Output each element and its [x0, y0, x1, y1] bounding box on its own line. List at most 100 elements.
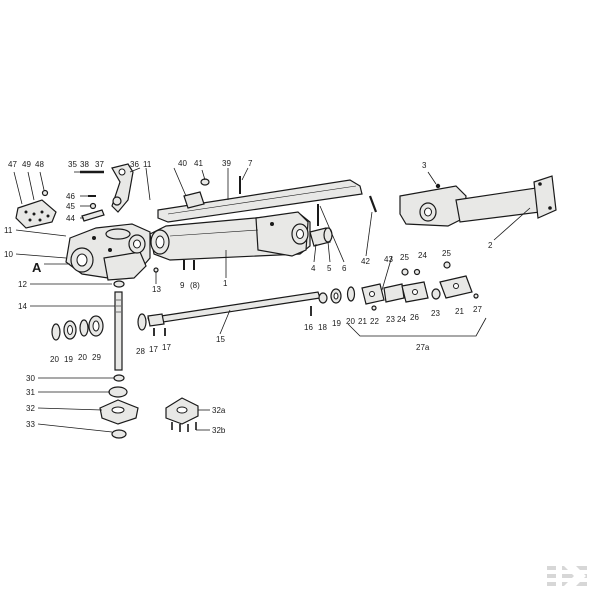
label-24-top: 24 — [418, 251, 427, 260]
part-24-pin — [413, 268, 421, 276]
label-20-mid: 20 — [78, 353, 87, 362]
label-22: 22 — [370, 317, 379, 326]
part-1-tube-housing — [149, 211, 311, 261]
label-29: 29 — [92, 353, 101, 362]
label-3: 3 — [422, 161, 427, 170]
label-11-top: 11 — [143, 160, 152, 169]
label-7: 7 — [248, 159, 253, 168]
label-32b: 32b — [212, 426, 226, 435]
part-15-drive-shaft — [147, 291, 321, 327]
label-36: 36 — [130, 160, 139, 169]
label-1: 1 — [223, 279, 228, 288]
label-15: 15 — [216, 335, 225, 344]
part-2-outer-tube — [399, 175, 557, 227]
label-13: 13 — [152, 285, 161, 294]
label-26: 26 — [410, 313, 419, 322]
label-44: 44 — [66, 214, 75, 223]
part-40-fork — [183, 191, 205, 209]
part-29-gear — [88, 315, 104, 337]
label-30: 30 — [26, 374, 35, 383]
label-19-right: 19 — [332, 319, 341, 328]
part-32b-studs — [171, 422, 197, 432]
part-28-washer — [137, 313, 147, 331]
label-23-a: 23 — [386, 315, 395, 324]
label-2: 2 — [488, 241, 493, 250]
label-16: 16 — [304, 323, 313, 332]
part-4-shaft-stub — [309, 227, 333, 247]
part-19-bearing-left — [63, 320, 77, 340]
label-17-a: 17 — [149, 345, 158, 354]
part-32-bevel-gear — [99, 399, 139, 425]
part-nut — [112, 196, 122, 206]
part-18-bushing — [318, 292, 328, 304]
part-14-vertical-shaft — [114, 291, 123, 371]
leader-lines — [13, 167, 531, 433]
part-20-ring-right — [346, 286, 356, 302]
label-17-b: 17 — [162, 343, 171, 352]
part-45-washer — [89, 202, 97, 210]
part-44-plate — [81, 209, 105, 222]
label-4: 4 — [311, 264, 316, 273]
label-21-left: 21 — [358, 317, 367, 326]
label-19-left: 19 — [64, 355, 73, 364]
group-27a-bracket — [347, 317, 487, 337]
label-5: 5 — [327, 264, 332, 273]
part-10-gearbox-housing — [65, 223, 151, 281]
part-42-pin — [368, 195, 378, 213]
label-24-bottom: 24 — [397, 315, 406, 324]
part-20-ring-left — [51, 323, 61, 341]
label-32: 32 — [26, 404, 35, 413]
part-39-upper-beam — [157, 179, 363, 223]
label-6: 6 — [342, 264, 347, 273]
label-48: 48 — [35, 160, 44, 169]
label-11-left: 11 — [4, 226, 13, 235]
part-47-bracket-plate — [15, 199, 57, 229]
label-41: 41 — [194, 159, 203, 168]
part-23-bearing-cup — [431, 288, 441, 300]
label-25-b: 25 — [442, 249, 451, 258]
label-46: 46 — [66, 192, 75, 201]
part-30-ring — [113, 374, 125, 382]
label-45: 45 — [66, 202, 75, 211]
label-14: 14 — [18, 302, 27, 311]
part-26-yoke-mid — [401, 281, 429, 303]
label-27a: 27a — [416, 343, 430, 352]
label-28: 28 — [136, 347, 145, 356]
part-cross-spider — [383, 283, 405, 303]
label-35: 35 — [68, 160, 77, 169]
part-19-bearing-right — [330, 288, 342, 304]
label-A: A — [32, 260, 42, 275]
label-18: 18 — [318, 323, 327, 332]
part-27-nipple — [473, 293, 479, 299]
part-20-ring-mid — [79, 319, 89, 337]
label-39: 39 — [222, 159, 231, 168]
part-13-pin — [153, 267, 159, 273]
kramp-logo-icon — [547, 562, 587, 590]
part-25-circlip-a — [401, 268, 409, 276]
label-25-a: 25 — [400, 253, 409, 262]
part-25-circlip-b — [443, 261, 451, 269]
part-21-yoke-left — [361, 283, 385, 305]
label-31: 31 — [26, 388, 35, 397]
label-12: 12 — [18, 280, 27, 289]
label-37: 37 — [95, 160, 104, 169]
label-23-b: 23 — [431, 309, 440, 318]
part-21-yoke-right — [439, 275, 473, 299]
part-31-bearing — [108, 386, 128, 398]
label-47: 47 — [8, 160, 17, 169]
part-12-bearing — [113, 280, 125, 288]
label-9: 9 — [180, 281, 185, 290]
label-43: 43 — [384, 255, 393, 264]
label-42: 42 — [361, 257, 370, 266]
label-20-left: 20 — [50, 355, 59, 364]
label-20-right: 20 — [346, 317, 355, 326]
part-48-bolt — [41, 189, 49, 197]
part-33-nut — [111, 429, 127, 439]
label-10: 10 — [4, 250, 13, 259]
label-8-paren: (8) — [190, 281, 200, 290]
part-number-labels: 47 49 48 35 38 37 36 11 46 45 44 11 10 A… — [4, 159, 493, 435]
label-32a: 32a — [212, 406, 226, 415]
part-22-grease-nipple — [371, 305, 377, 311]
